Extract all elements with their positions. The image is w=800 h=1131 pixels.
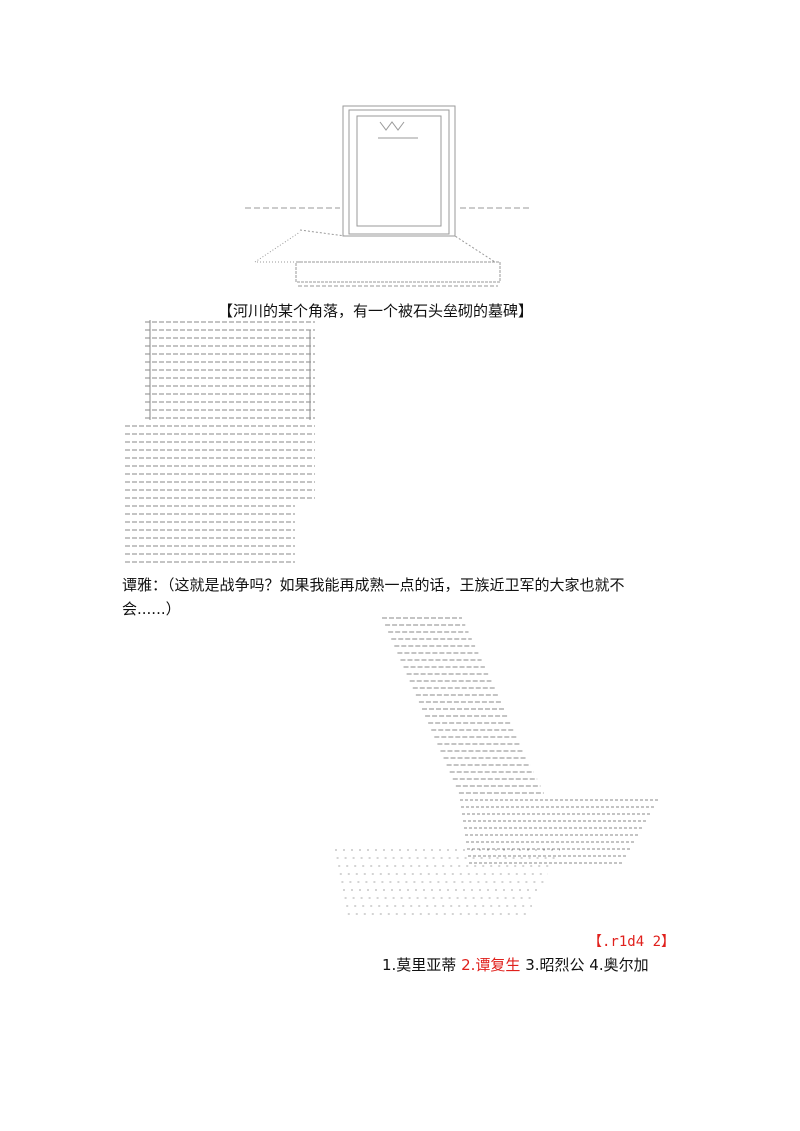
choice-3: 3.昭烈公: [525, 956, 585, 974]
character-art: [125, 320, 315, 563]
scene-caption: 【河川的某个角落，有一个被石头垒砌的墓碑】: [218, 302, 534, 320]
choice-1: 1.莫里亚蒂: [382, 956, 457, 974]
choice-list: 1.莫里亚蒂 2.谭复生 3.昭烈公 4.奥尔加: [382, 954, 649, 975]
choice-2: 2.谭复生: [461, 956, 521, 974]
choice-4: 4.奥尔加: [589, 956, 649, 974]
tombstone-art: [245, 105, 530, 287]
dialog-line-1: 谭雅：（这就是战争吗？如果我能再成熟一点的话，王族近卫军的大家也就不: [122, 576, 625, 594]
dice-roll-result: 【.r1d4 2】: [588, 934, 676, 950]
dialog-text: 谭雅：（这就是战争吗？如果我能再成熟一点的话，王族近卫军的大家也就不 会....…: [122, 573, 625, 621]
dialog-line-2: 会......）: [122, 600, 181, 618]
splash-art: [335, 849, 560, 915]
leg-art: [382, 617, 660, 864]
